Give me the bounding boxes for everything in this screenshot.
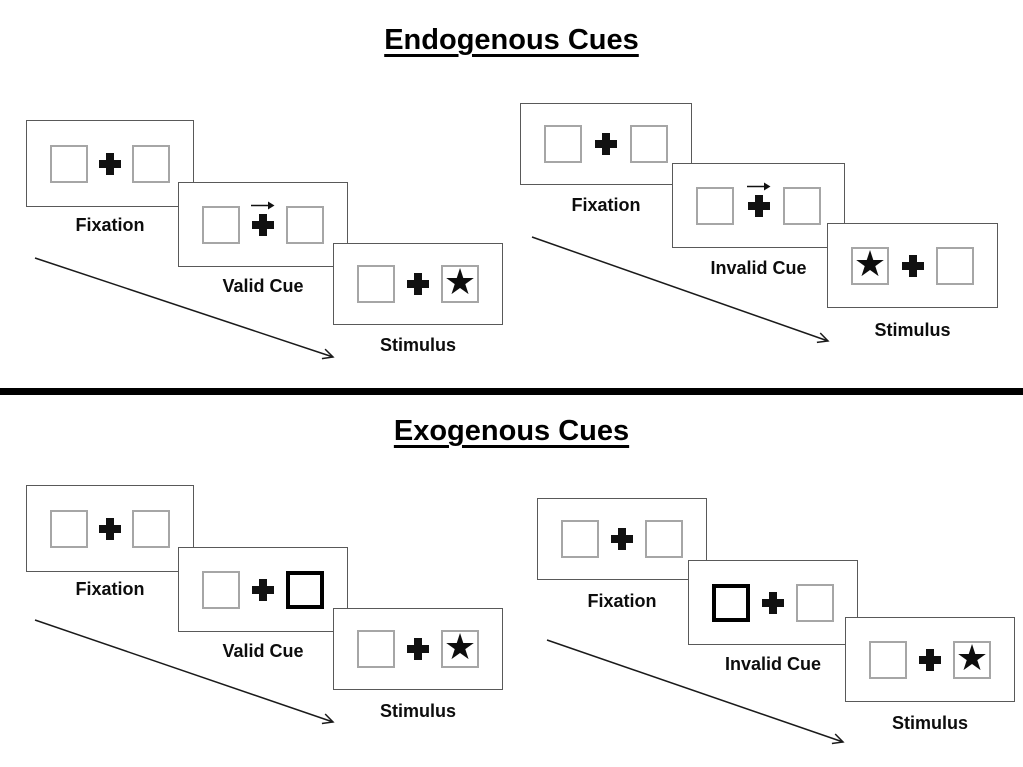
left-box-highlight-cue: [712, 583, 750, 622]
fixation-cross-icon: [407, 638, 429, 660]
panel-label-stimulus: Stimulus: [379, 335, 456, 355]
fixation-cross-icon: [762, 591, 784, 614]
endo-invalid-fixation-panel: [520, 103, 692, 185]
sequence-arrow-endo-valid: [34, 257, 335, 360]
panel-label-stimulus: Stimulus: [874, 320, 951, 340]
right-box: [936, 246, 974, 285]
right-box: [645, 520, 683, 558]
right-box: [783, 186, 821, 225]
right-box: [286, 205, 324, 244]
star-stimulus-icon: ★: [443, 261, 477, 302]
left-box: [357, 630, 395, 668]
panel-label-fixation: Fixation: [571, 195, 641, 215]
exo-valid-fixation-panel: [26, 485, 194, 572]
fixation-cross-icon: [99, 517, 121, 540]
cue-arrow-icon: [746, 179, 772, 190]
fixation-cross-icon: [919, 648, 941, 671]
left-box: [50, 144, 88, 183]
right-box: [132, 144, 170, 183]
panel-label-valid-cue: Valid Cue: [222, 276, 304, 296]
fixation-cross-icon: [746, 182, 770, 217]
panel-label-fixation: Fixation: [587, 591, 657, 611]
endo-valid-stimulus-panel: ★: [333, 243, 503, 325]
fixation-cross-icon: [99, 152, 121, 175]
right-box: [630, 125, 668, 163]
left-box: [561, 520, 599, 558]
panel-label-invalid-cue: Invalid Cue: [724, 654, 822, 674]
right-box: ★: [953, 636, 991, 679]
star-stimulus-icon: ★: [853, 242, 887, 284]
exo-invalid-stimulus-panel: ★: [845, 617, 1015, 702]
right-box: [132, 509, 170, 548]
exo-invalid-cue-panel: [688, 560, 858, 645]
panel-label-fixation: Fixation: [75, 215, 145, 235]
left-box: [202, 205, 240, 244]
endo-valid-cue-panel: [178, 182, 348, 267]
exo-valid-cue-panel: [178, 547, 348, 632]
sequence-arrow-endo-invalid: [531, 236, 830, 344]
fixation-cross-icon: [901, 254, 924, 277]
fixation-cross-icon: [251, 201, 275, 236]
left-box: [50, 509, 88, 548]
panel-label-fixation: Fixation: [75, 579, 145, 599]
fixation-cross-icon: [611, 528, 633, 550]
fixation-cross-icon: [252, 578, 274, 601]
panel-label-invalid-cue: Invalid Cue: [710, 258, 807, 278]
left-box: [202, 570, 240, 609]
left-box: [869, 640, 907, 679]
endo-invalid-stimulus-panel: ★: [827, 223, 998, 308]
panel-label-valid-cue: Valid Cue: [222, 641, 304, 661]
left-box: ★: [851, 242, 889, 285]
endo-invalid-cue-panel: [672, 163, 845, 248]
exo-valid-stimulus-panel: ★: [333, 608, 503, 690]
section-title-endogenous: Endogenous Cues: [384, 24, 639, 56]
left-box: [357, 265, 395, 303]
fixation-cross-icon: [595, 133, 617, 155]
right-box: ★: [441, 261, 479, 303]
section-divider: [0, 388, 1023, 395]
star-stimulus-icon: ★: [443, 626, 477, 667]
panel-label-stimulus: Stimulus: [891, 713, 968, 733]
star-stimulus-icon: ★: [955, 636, 989, 678]
panel-label-stimulus: Stimulus: [379, 701, 456, 721]
endo-valid-fixation-panel: [26, 120, 194, 207]
right-box: [796, 583, 834, 622]
fixation-cross-icon: [407, 273, 429, 295]
cue-arrow-icon: [250, 198, 276, 209]
left-box: [544, 125, 582, 163]
exo-invalid-fixation-panel: [537, 498, 707, 580]
section-title-exogenous: Exogenous Cues: [393, 415, 630, 447]
left-box: [696, 186, 734, 225]
sequence-arrow-exo-valid: [34, 619, 335, 725]
right-box-highlight-cue: [286, 570, 324, 609]
right-box: ★: [441, 626, 479, 668]
